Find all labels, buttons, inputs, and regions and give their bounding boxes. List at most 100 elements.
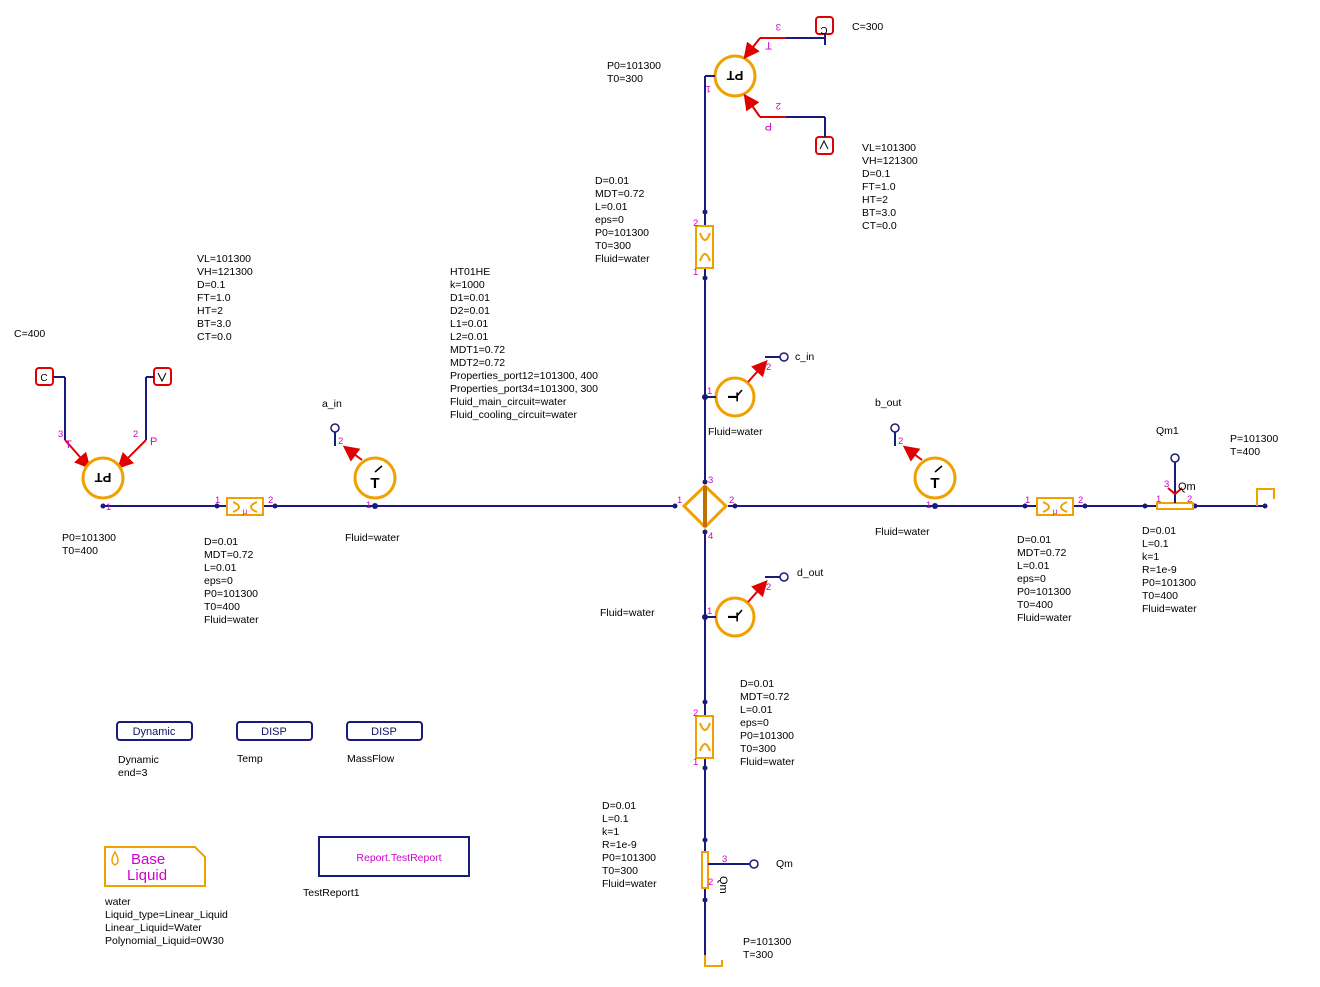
- disp-massflow-block[interactable]: DISP MassFlow: [346, 721, 423, 765]
- port-label: 1: [366, 500, 371, 511]
- param-text: MDT=0.72: [1017, 547, 1066, 559]
- report-block[interactable]: Report.TestReport TestReport1: [303, 836, 470, 899]
- port-label: T: [765, 39, 772, 51]
- fluid-label: Fluid=water: [345, 532, 400, 544]
- param-text: P0=101300: [1017, 586, 1071, 598]
- sensor-label: a_in: [322, 398, 342, 410]
- port-label: 3: [722, 854, 727, 865]
- param-text: T=300: [743, 949, 773, 961]
- param-text: T0=400: [1017, 599, 1053, 611]
- param-text: R=1e-9: [1142, 564, 1177, 576]
- base-liquid-block[interactable]: Base Liquid: [104, 846, 206, 887]
- param-text: end=3: [118, 767, 148, 779]
- droplet-icon: [111, 850, 119, 866]
- param-text: FT=1.0: [862, 181, 896, 193]
- pt-symbol: PT: [95, 470, 112, 485]
- param-text: Fluid=water: [602, 878, 657, 890]
- param-text: Fluid=water: [1142, 603, 1197, 615]
- param-text: T: [370, 475, 379, 492]
- boundary-bottom[interactable]: [704, 955, 723, 967]
- param-text: D=0.1: [862, 168, 890, 180]
- pipe-right[interactable]: µ 1 2: [1025, 495, 1083, 516]
- pt-top-params: P0=101300 T0=300: [607, 60, 661, 85]
- param-text: Qm: [776, 858, 793, 870]
- param-text: T: [724, 612, 741, 621]
- voltage-source-left-params: VL=101300 VH=121300 D=0.1 FT=1.0 HT=2 BT…: [197, 253, 253, 343]
- boundary-right[interactable]: [1256, 488, 1275, 506]
- temp-sensor-d-out[interactable]: T 2 1 d_out Fluid=water: [600, 567, 823, 638]
- const-source-label: C=400: [14, 328, 45, 340]
- temp-sensor-b-out[interactable]: T 2 1 b_out Fluid=water: [875, 397, 957, 538]
- param-text: Fluid=water: [1017, 612, 1072, 624]
- param-text: Fluid=water: [600, 607, 655, 619]
- param-text: D=0.01: [1142, 525, 1176, 537]
- flow-meter-bottom[interactable]: 3 Qm 2 Qm: [701, 851, 793, 894]
- param-text: D=0.01: [740, 678, 774, 690]
- const-source-top[interactable]: C C=300: [815, 16, 883, 45]
- dynamic-sim-block[interactable]: Dynamic Dynamic end=3: [116, 721, 193, 779]
- heat-exchanger[interactable]: 1 2 3 4: [677, 475, 734, 542]
- port-label: 2: [693, 708, 698, 719]
- param-text: Qm: [1178, 481, 1196, 493]
- port-label: 2: [1187, 494, 1192, 505]
- param-text: D=0.01: [204, 536, 238, 548]
- port-label: 1: [677, 495, 682, 506]
- temp-sensor-c-in[interactable]: T 2 1 c_in Fluid=water: [705, 351, 814, 438]
- pt-sensor-top[interactable]: PT 3 2 1 T P: [704, 21, 825, 132]
- disp-temp-block[interactable]: DISP Temp: [236, 721, 313, 765]
- param-text: D=0.01: [1017, 534, 1051, 546]
- voltage-source-top[interactable]: [815, 117, 834, 155]
- const-source-label: C=300: [852, 21, 883, 33]
- param-text: VL=101300: [862, 142, 916, 154]
- param-text: VH=121300: [862, 155, 918, 167]
- boundary-right-params: P=101300 T=400: [1230, 433, 1278, 458]
- param-text: eps=0: [595, 214, 624, 226]
- param-text: P0=101300: [607, 60, 661, 72]
- voltage-source-left[interactable]: [146, 367, 172, 386]
- param-text: D=0.1: [197, 279, 225, 291]
- param-text: Liquid: [127, 867, 167, 884]
- voltage-source-top-params: VL=101300 VH=121300 D=0.1 FT=1.0 HT=2 BT…: [862, 142, 918, 232]
- param-text: Base: [131, 851, 165, 868]
- pipe-bottom[interactable]: 2 1: [693, 708, 714, 768]
- port-label: 2: [776, 100, 781, 111]
- param-text: L2=0.01: [450, 331, 488, 343]
- param-text: k=1: [602, 826, 619, 838]
- param-text: L1=0.01: [450, 318, 488, 330]
- port-label: 1: [215, 495, 220, 506]
- pt-left-params: P0=101300 T0=400: [62, 532, 116, 557]
- param-text: P0=101300: [204, 588, 258, 600]
- pt-sensor-left[interactable]: PT 3 2 1 T P: [58, 377, 157, 513]
- param-text: T0=400: [204, 601, 240, 613]
- port-label: 1: [106, 502, 111, 513]
- param-text: P=101300: [1230, 433, 1278, 445]
- port-label: 1: [706, 83, 711, 94]
- param-text: Fluid_cooling_circuit=water: [450, 409, 577, 421]
- flow-meter-right-params: D=0.01 L=0.1 k=1 R=1e-9 P0=101300 T0=400…: [1142, 525, 1197, 615]
- param-text: c_in: [795, 351, 814, 363]
- port-label: 2: [766, 362, 771, 373]
- param-text: P0=101300: [740, 730, 794, 742]
- port-label: 1: [693, 757, 698, 768]
- param-text: P0=101300: [595, 227, 649, 239]
- param-text: MDT1=0.72: [450, 344, 505, 356]
- pipe-top[interactable]: 2 1: [693, 218, 714, 278]
- param-text: MDT=0.72: [595, 188, 644, 200]
- pipe-top-params: D=0.01 MDT=0.72 L=0.01 eps=0 P0=101300 T…: [595, 175, 650, 265]
- param-text: L=0.1: [602, 813, 629, 825]
- boundary-bottom-params: P=101300 T=300: [743, 936, 791, 961]
- temp-sensor-a-in[interactable]: T 2 1 a_in Fluid=water: [322, 398, 400, 544]
- param-text: T0=300: [595, 240, 631, 252]
- port-label: 3: [58, 429, 63, 440]
- param-text: CT=0.0: [197, 331, 232, 343]
- flow-meter-right[interactable]: Qm 3 1 2 Qm1: [1156, 425, 1196, 510]
- heat-exchanger-params: HT01HE k=1000 D1=0.01 D2=0.01 L1=0.01 L2…: [450, 266, 598, 421]
- flow-meter-bottom-params: D=0.01 L=0.1 k=1 R=1e-9 P0=101300 T0=300…: [602, 800, 657, 890]
- pipe-left[interactable]: µ 1 2: [215, 495, 273, 516]
- param-text: C: [820, 24, 827, 35]
- const-source-left[interactable]: C C=400: [14, 328, 65, 386]
- param-text: MDT=0.72: [204, 549, 253, 561]
- param-text: DISP: [371, 726, 397, 738]
- param-text: Fluid=water: [740, 756, 795, 768]
- param-text: Temp: [237, 753, 263, 765]
